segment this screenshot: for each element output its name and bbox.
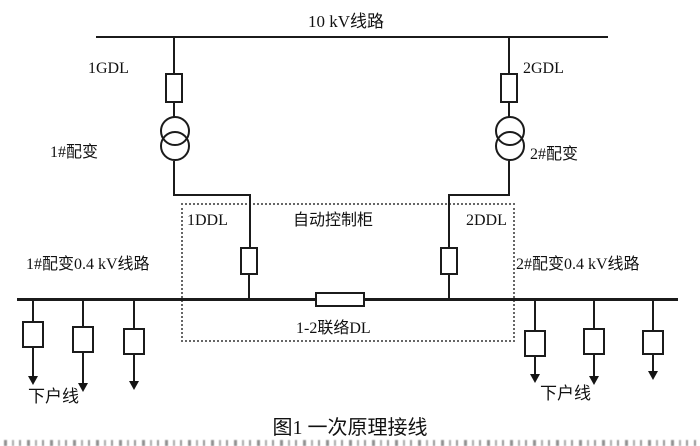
figure-caption: 图1 一次原理接线 <box>272 417 428 439</box>
breaker-1ddl-symbol <box>240 247 258 275</box>
breaker-2gdl-symbol <box>500 73 518 103</box>
feeder-arrow-line <box>82 353 84 383</box>
transformer-1-lower-circle <box>160 131 190 161</box>
label-2ddl: 2DDL <box>466 212 507 229</box>
cutoff-text-strip <box>4 440 696 446</box>
transformer-2-lower-circle <box>495 131 525 161</box>
tie-breaker-symbol <box>315 292 365 307</box>
feeder-arrowhead <box>129 381 139 390</box>
feeder-arrowhead <box>648 371 658 380</box>
feeder-arrow-line <box>593 355 595 376</box>
label-tie-breaker: 1-2联络DL <box>296 320 371 337</box>
control-cabinet-enclosure <box>181 203 515 342</box>
feeder-stub <box>593 301 595 328</box>
feeder-arrow-line <box>652 355 654 371</box>
feeder-stub <box>32 301 34 321</box>
feeder-box <box>72 326 94 353</box>
feeder-arrowhead <box>28 376 38 385</box>
feeder-stub <box>133 301 135 328</box>
bus-10kv-line <box>96 36 608 38</box>
label-lv-bus-right: 2#配变0.4 kV线路 <box>516 256 640 273</box>
feeder-arrow-line <box>534 357 536 374</box>
breaker-1gdl-symbol <box>165 73 183 103</box>
feeder-stub <box>534 301 536 330</box>
label-transformer-1: 1#配变 <box>50 144 99 161</box>
feeder-box <box>123 328 145 355</box>
left-elbow-vertical <box>249 194 251 247</box>
feeder-arrowhead <box>530 374 540 383</box>
label-service-drop-left: 下户线 <box>28 387 79 406</box>
left-ddl-to-bus-line <box>248 275 250 300</box>
left-hv-drop-upper <box>173 38 175 73</box>
right-elbow-horizontal <box>448 194 510 196</box>
right-ddl-to-bus-line <box>448 275 450 300</box>
label-lv-bus-left: 1#配变0.4 kV线路 <box>26 256 150 273</box>
label-2gdl: 2GDL <box>523 60 564 77</box>
feeder-box <box>22 321 44 348</box>
feeder-arrow-line <box>133 355 135 381</box>
label-service-drop-right: 下户线 <box>540 384 591 403</box>
left-hv-drop-lower <box>173 161 175 195</box>
label-1gdl: 1GDL <box>88 60 129 77</box>
left-elbow-horizontal <box>173 194 251 196</box>
feeder-arrowhead <box>78 383 88 392</box>
right-hv-drop-lower <box>508 161 510 195</box>
feeder-stub <box>82 301 84 326</box>
feeder-box <box>642 330 664 355</box>
right-elbow-vertical <box>448 194 450 247</box>
left-hv-drop-mid <box>173 103 175 117</box>
feeder-arrow-line <box>32 348 34 376</box>
label-10kv-bus: 10 kV线路 <box>307 12 385 31</box>
feeder-box <box>524 330 546 357</box>
feeder-arrowhead <box>589 376 599 385</box>
right-hv-drop-mid <box>508 103 510 117</box>
feeder-stub <box>652 301 654 330</box>
right-hv-drop-upper <box>508 38 510 73</box>
label-transformer-2: 2#配变 <box>530 146 579 163</box>
label-control-cabinet: 自动控制柜 <box>292 212 373 229</box>
label-1ddl: 1DDL <box>187 212 228 229</box>
breaker-2ddl-symbol <box>440 247 458 275</box>
feeder-box <box>583 328 605 355</box>
